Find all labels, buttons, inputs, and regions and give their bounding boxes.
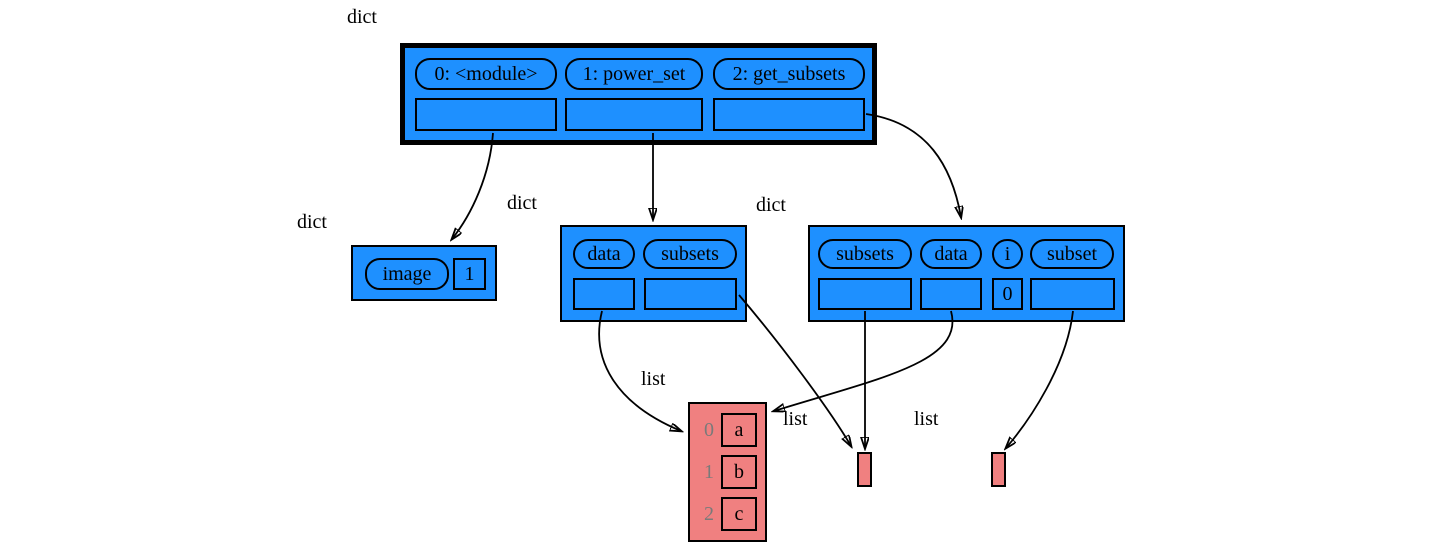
frame-key-0-pill: 0: <module> (415, 58, 557, 90)
list-cell-0: a (721, 413, 757, 447)
frame-key-1-pill: 1: power_set (565, 58, 703, 90)
edge-frame0-to-module-dict (452, 132, 494, 239)
frame-value-0-slot (415, 98, 557, 131)
edge-getsubsets-data-to-data-list (774, 310, 954, 411)
powerset-key-data-pill: data (573, 239, 635, 269)
frame-value-1-slot (565, 98, 703, 131)
edge-frame2-to-getsubsets-dict (865, 113, 961, 217)
powerset-value-data-slot (573, 278, 635, 310)
module-value-image-slot: 1 (453, 258, 486, 290)
data-list-type-label: list (641, 368, 666, 390)
empty-list-right-box (991, 452, 1006, 487)
empty-list-left-type-label: list (783, 408, 808, 430)
data-list-box: 0 a 1 b 2 c (688, 402, 767, 542)
module-key-image-pill: image (365, 258, 449, 290)
getsubsets-value-subset-slot (1030, 278, 1115, 310)
frame-dict-type-label: dict (347, 6, 377, 28)
getsubsets-key-i-pill: i (992, 239, 1023, 269)
powerset-value-subsets-slot (644, 278, 737, 310)
getsubsets-key-data-pill: data (920, 239, 982, 269)
list-index-0: 0 (704, 419, 714, 441)
getsubsets-value-data-slot (920, 278, 982, 310)
frame-dict-box: 0: <module> 1: power_set 2: get_subsets (400, 43, 877, 145)
frame-key-2-pill: 2: get_subsets (713, 58, 865, 90)
getsubsets-value-i-slot: 0 (992, 278, 1023, 310)
powerset-dict-type-label: dict (507, 192, 537, 214)
empty-list-left-box (857, 452, 872, 487)
getsubsets-key-subsets-pill: subsets (818, 239, 912, 269)
module-dict-type-label: dict (297, 211, 327, 233)
frame-value-2-slot (713, 98, 865, 131)
list-index-2: 2 (704, 503, 714, 525)
empty-list-right-type-label: list (914, 408, 939, 430)
getsubsets-value-subsets-slot (818, 278, 912, 310)
module-dict-box: image 1 (351, 245, 497, 301)
getsubsets-dict-box: subsets data i subset 0 (808, 225, 1125, 322)
getsubsets-key-subset-pill: subset (1030, 239, 1114, 269)
list-index-1: 1 (704, 461, 714, 483)
powerset-key-subsets-pill: subsets (643, 239, 737, 269)
powerset-dict-box: data subsets (560, 225, 747, 322)
getsubsets-dict-type-label: dict (756, 194, 786, 216)
list-cell-1: b (721, 455, 757, 489)
edge-getsubsets-subset-to-empty-list-2 (1006, 310, 1074, 448)
list-cell-2: c (721, 497, 757, 531)
